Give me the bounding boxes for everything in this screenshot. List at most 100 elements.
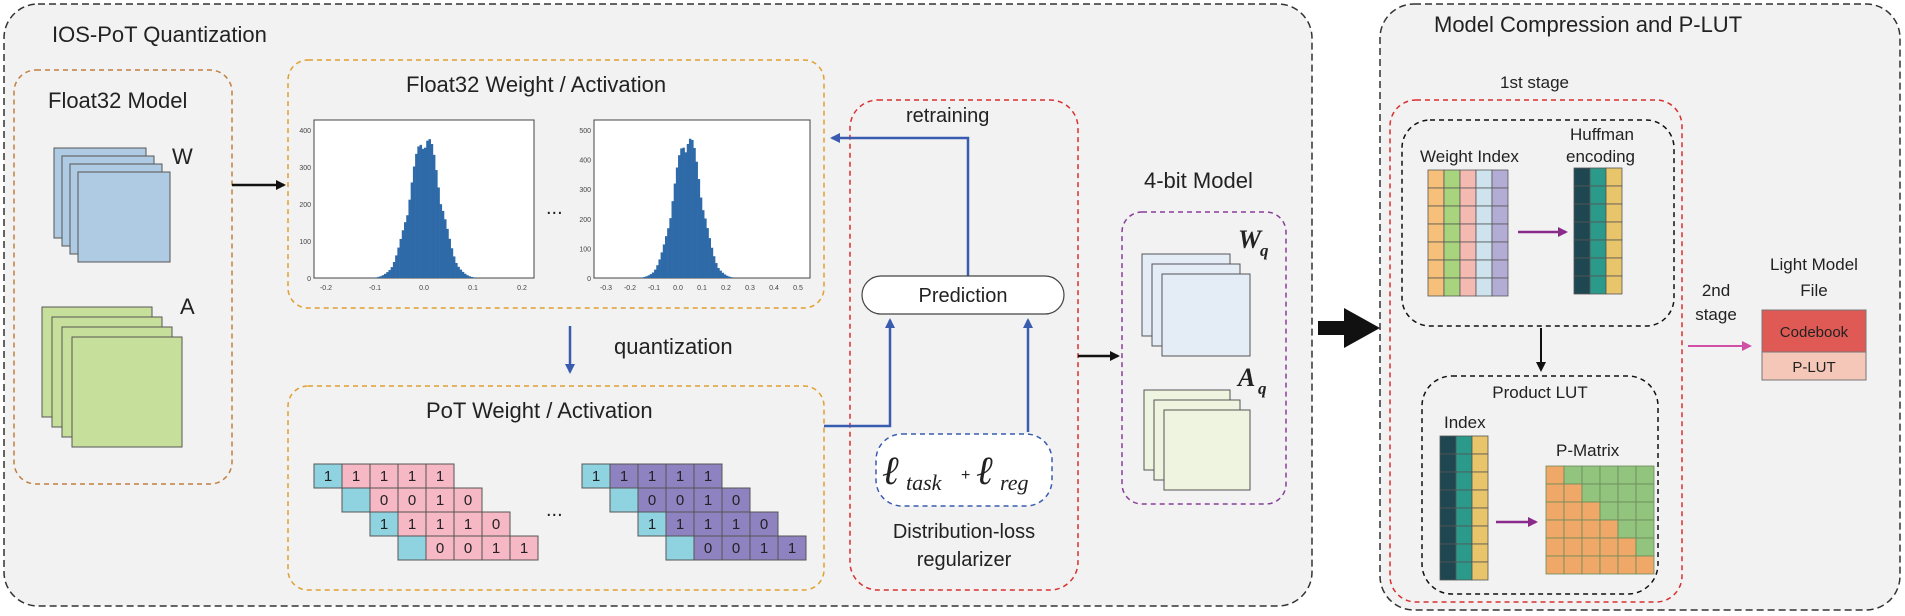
four-bit-box [1121, 211, 1287, 505]
histogram-bar [466, 275, 469, 278]
compression-panel-title: Model Compression and P-LUT [1434, 12, 1742, 37]
pot-cell [777, 535, 807, 561]
pot-weights-ellipsis: ... [546, 499, 563, 521]
pot-cell-value: 1 [592, 468, 600, 485]
pot-cell-value: 0 [760, 516, 768, 533]
pot-cell-value: 0 [704, 540, 712, 557]
svg-text:+: + [961, 467, 970, 484]
histogram-bar [695, 161, 698, 278]
histogram-bar [682, 147, 685, 278]
float-weights-ellipsis: ... [546, 197, 563, 219]
panel-transition-arrow [1318, 308, 1380, 348]
retraining-arrow [830, 133, 970, 276]
grid-cell [1471, 435, 1489, 455]
histogram-y-tick: 400 [579, 158, 591, 165]
grid-cell [1605, 185, 1623, 205]
histogram-x-tick: 0.1 [468, 285, 478, 292]
compression-panel [1379, 3, 1901, 611]
grid-cell [1605, 239, 1623, 259]
p-matrix-cell [1581, 555, 1601, 575]
pot-cell-sign [369, 511, 399, 537]
grid-cell [1443, 187, 1461, 207]
histogram-bar [446, 228, 449, 278]
pot-cell-value: 1 [408, 468, 416, 485]
codebook-block [1761, 309, 1867, 353]
histogram-y-tick: 100 [579, 246, 591, 253]
pot-cell-value: 0 [732, 540, 740, 557]
grid-cell [1459, 205, 1477, 225]
histogram-x-tick: 0.4 [769, 285, 779, 292]
grid-cell [1491, 259, 1509, 279]
histogram-bar [643, 276, 646, 278]
histogram-bar [697, 179, 701, 278]
histogram-bar [424, 147, 427, 278]
pot-cell-value: 1 [704, 516, 712, 533]
p-matrix-cell [1563, 537, 1583, 557]
grid-cell [1471, 543, 1489, 563]
grid-cell [1589, 185, 1607, 205]
p-matrix-cell [1581, 501, 1601, 521]
grid-cell [1589, 167, 1607, 187]
histogram-bar [470, 276, 474, 278]
grid-cell [1475, 169, 1493, 189]
p-matrix-cell [1617, 465, 1637, 485]
histogram-bar [468, 276, 471, 278]
grid-cell [1439, 525, 1457, 545]
weight-sheet-stack [53, 147, 171, 263]
grid-cell [1605, 203, 1623, 223]
pot-cell-value: 0 [408, 492, 416, 509]
histogram-x-tick: 0.1 [697, 285, 707, 292]
prediction-label: Prediction [919, 285, 1008, 307]
pot-cell-sign [313, 463, 343, 489]
pot-cell [481, 535, 511, 561]
p-matrix-cell [1617, 519, 1637, 539]
svg-text:q: q [1258, 379, 1267, 398]
pot-cell [665, 511, 695, 537]
histogram-bar [392, 261, 396, 278]
stage2-label-2: stage [1695, 305, 1737, 324]
histogram-bar [384, 273, 387, 278]
grid-cell [1443, 205, 1461, 225]
histogram-bar [464, 273, 467, 278]
histogram-bar [710, 247, 714, 278]
histogram-bar [691, 139, 694, 278]
grid-cell [1589, 221, 1607, 241]
histogram-x-tick: 0.5 [793, 285, 803, 292]
histogram-bar [656, 265, 659, 278]
histogram-y-tick: 0 [307, 276, 311, 283]
histogram-bar [715, 263, 718, 278]
histogram-1-bars [375, 139, 476, 278]
histogram-x-tick: -0.2 [624, 285, 636, 292]
p-matrix-cell [1563, 483, 1583, 503]
histogram-bar [706, 228, 709, 278]
pot-cell-value: 1 [352, 468, 360, 485]
grid-cell [1475, 205, 1493, 225]
p-matrix-cell [1635, 483, 1655, 503]
histogram-bar [437, 187, 440, 278]
pot-cell [721, 535, 751, 561]
pot-cell-value: 0 [732, 492, 740, 509]
histogram-y-tick: 300 [299, 165, 311, 172]
pot-cell [721, 487, 751, 513]
grid-cell [1491, 241, 1509, 261]
stage1-label: 1st stage [1500, 73, 1569, 92]
pot-cell [693, 511, 723, 537]
pot-cell-sign [665, 535, 695, 561]
svg-text:ℓ: ℓ [976, 448, 993, 493]
pot-cell [749, 511, 779, 537]
huffman-box [1401, 119, 1675, 327]
grid-cell [1475, 223, 1493, 243]
grid-cell [1605, 257, 1623, 277]
histogram-bar [660, 252, 664, 278]
grid-cell [1455, 471, 1473, 491]
grid-cell [1459, 259, 1477, 279]
pot-cell-value: 1 [436, 468, 444, 485]
pot-cell-value: 0 [676, 492, 684, 509]
stage1-box [1389, 99, 1683, 603]
histogram-bar [708, 238, 712, 278]
histogram-bar [719, 270, 722, 278]
pot-cell-value: 0 [464, 492, 472, 509]
wq-label: W q [1238, 225, 1269, 260]
histogram-bar [419, 144, 423, 278]
histogram-bar [649, 274, 653, 278]
